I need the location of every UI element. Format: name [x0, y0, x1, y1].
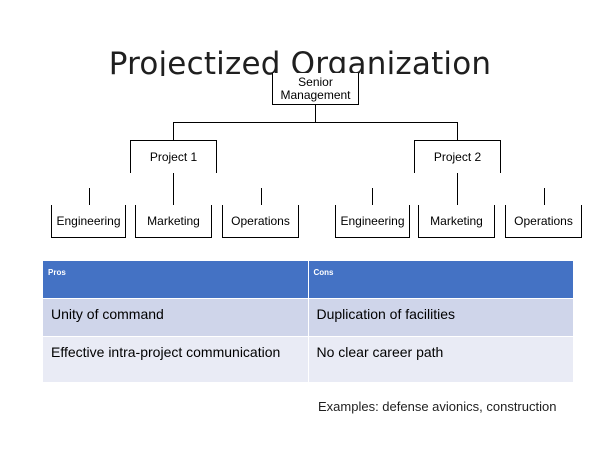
p2-engineering-node: Engineering — [335, 205, 410, 238]
table-cell-con: No clear career path — [308, 335, 574, 382]
pros-cons-table: Pros Cons Unity of command Duplication o… — [43, 261, 574, 382]
table-header-row: Pros Cons — [43, 261, 574, 298]
project-2-node: Project 2 — [414, 140, 501, 173]
department-label: Operations — [231, 213, 290, 228]
senior-management-node: Senior Management — [272, 73, 359, 105]
table-cell-con: Duplication of facilities — [308, 297, 574, 336]
department-label: Operations — [514, 213, 573, 228]
table-cell-pro: Effective intra-project communication — [43, 335, 309, 382]
pros-header: Pros — [43, 261, 309, 298]
table-row: Unity of command Duplication of faciliti… — [43, 297, 574, 336]
senior-management-line2: Management — [280, 87, 351, 102]
senior-management-line1: Senior — [298, 74, 333, 89]
department-label: Marketing — [430, 213, 483, 228]
department-label: Engineering — [56, 213, 121, 228]
department-label: Marketing — [147, 213, 200, 228]
examples-note: Examples: defense avionics, construction — [318, 399, 557, 414]
p1-operations-node: Operations — [222, 205, 299, 238]
project-1-node: Project 1 — [130, 140, 217, 173]
p1-marketing-node: Marketing — [135, 205, 212, 238]
p2-marketing-node: Marketing — [418, 205, 495, 238]
cons-header: Cons — [308, 261, 574, 298]
department-label: Engineering — [340, 213, 405, 228]
p1-engineering-node: Engineering — [51, 205, 126, 238]
p2-operations-node: Operations — [505, 205, 582, 238]
project-1-label: Project 1 — [149, 149, 198, 164]
table-cell-pro: Unity of command — [43, 297, 309, 336]
slide-title: Projectized Organization — [108, 46, 492, 76]
project-2-label: Project 2 — [433, 149, 482, 164]
table-row: Effective intra-project communication No… — [43, 335, 574, 382]
